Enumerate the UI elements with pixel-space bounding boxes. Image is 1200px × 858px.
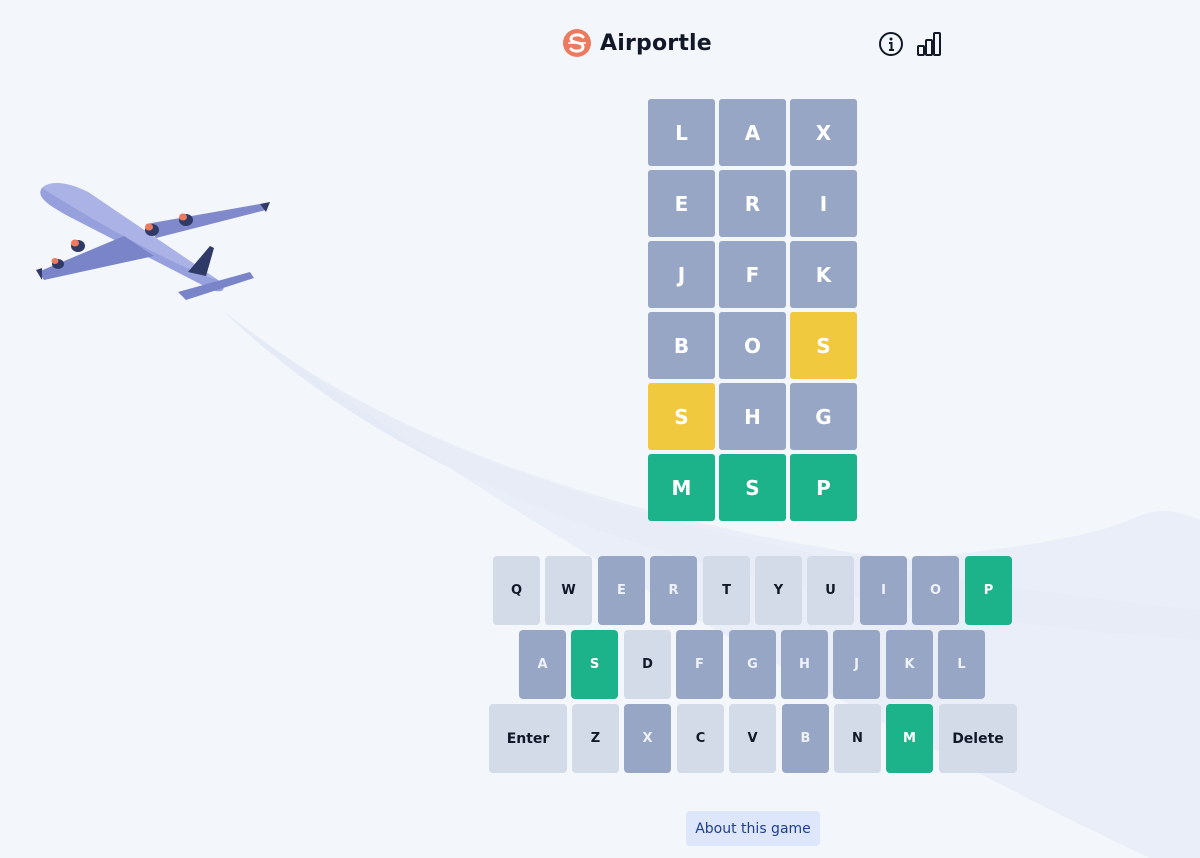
key-delete[interactable]: Delete xyxy=(939,704,1017,773)
board-tile: B xyxy=(648,312,715,379)
board-tile: K xyxy=(790,241,857,308)
board-tile: G xyxy=(790,383,857,450)
board-tile: F xyxy=(719,241,786,308)
about-button[interactable]: About this game xyxy=(686,811,820,846)
board-tile: H xyxy=(719,383,786,450)
board-tile: X xyxy=(790,99,857,166)
stats-icon xyxy=(917,32,941,56)
key-j[interactable]: J xyxy=(833,630,880,699)
key-l[interactable]: L xyxy=(938,630,985,699)
board-tile: S xyxy=(719,454,786,521)
key-r[interactable]: R xyxy=(650,556,697,625)
board-tile: J xyxy=(648,241,715,308)
key-m[interactable]: M xyxy=(886,704,933,773)
key-k[interactable]: K xyxy=(886,630,933,699)
key-o[interactable]: O xyxy=(912,556,959,625)
key-t[interactable]: T xyxy=(703,556,750,625)
board-tile: O xyxy=(719,312,786,379)
key-v[interactable]: V xyxy=(729,704,776,773)
key-c[interactable]: C xyxy=(677,704,724,773)
key-h[interactable]: H xyxy=(781,630,828,699)
key-w[interactable]: W xyxy=(545,556,592,625)
key-s[interactable]: S xyxy=(571,630,618,699)
key-x[interactable]: X xyxy=(624,704,671,773)
board-tile: L xyxy=(648,99,715,166)
brand: Airportle xyxy=(562,28,712,58)
airportle-logo-icon xyxy=(563,29,591,57)
key-y[interactable]: Y xyxy=(755,556,802,625)
key-e[interactable]: E xyxy=(598,556,645,625)
airplane-illustration xyxy=(36,183,270,300)
board-tile: P xyxy=(790,454,857,521)
key-i[interactable]: I xyxy=(860,556,907,625)
key-a[interactable]: A xyxy=(519,630,566,699)
key-d[interactable]: D xyxy=(624,630,671,699)
board-tile: M xyxy=(648,454,715,521)
key-p[interactable]: P xyxy=(965,556,1012,625)
board-tile: A xyxy=(719,99,786,166)
key-f[interactable]: F xyxy=(676,630,723,699)
stats-button[interactable] xyxy=(916,31,942,57)
key-n[interactable]: N xyxy=(834,704,881,773)
board-tile: I xyxy=(790,170,857,237)
page-title: Airportle xyxy=(600,30,712,56)
board-tile: R xyxy=(719,170,786,237)
header: Airportle xyxy=(0,28,1200,64)
board-tile: S xyxy=(648,383,715,450)
key-u[interactable]: U xyxy=(807,556,854,625)
key-q[interactable]: Q xyxy=(493,556,540,625)
board-tile: E xyxy=(648,170,715,237)
info-icon xyxy=(879,32,903,56)
board-tile: S xyxy=(790,312,857,379)
key-b[interactable]: B xyxy=(782,704,829,773)
key-g[interactable]: G xyxy=(729,630,776,699)
key-enter[interactable]: Enter xyxy=(489,704,567,773)
key-z[interactable]: Z xyxy=(572,704,619,773)
info-button[interactable] xyxy=(878,31,904,57)
